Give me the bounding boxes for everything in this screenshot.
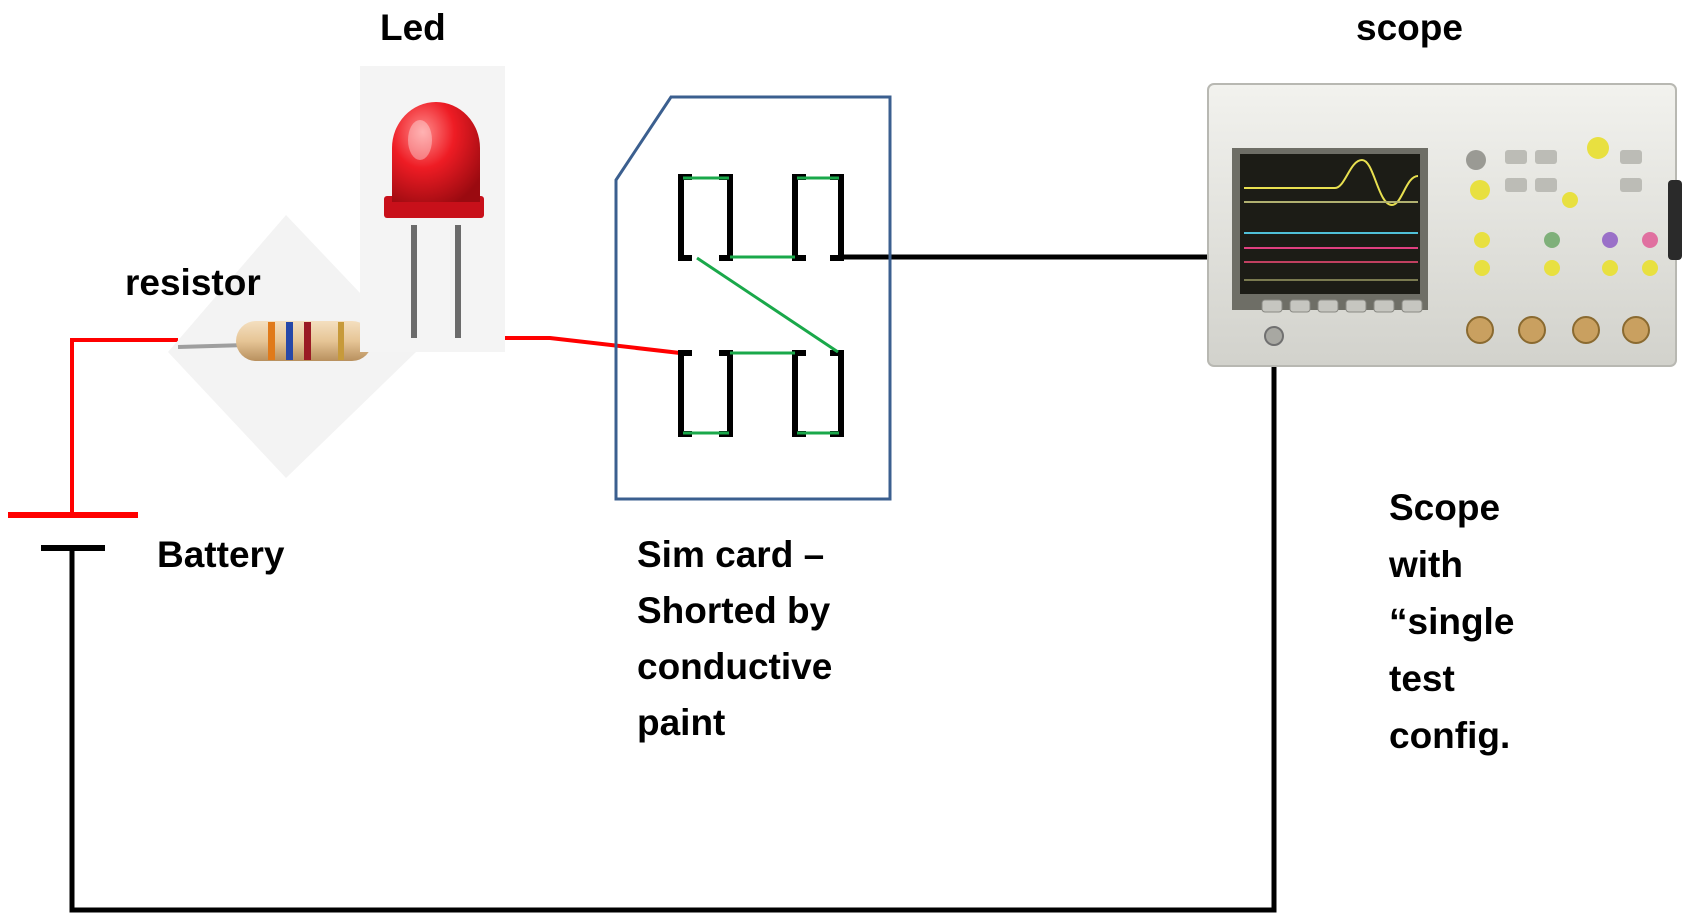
resistor-label: resistor	[125, 262, 261, 303]
scope-note-label: Scope with “single test config.	[1389, 479, 1514, 764]
led-icon	[360, 66, 505, 352]
battery-label: Battery	[157, 534, 285, 575]
scope-softkeys	[1261, 299, 1423, 313]
conductive-paint-traces	[683, 176, 839, 435]
scope-label: scope	[1356, 7, 1463, 48]
sim-card-label: Sim card – Shorted by conductive paint	[637, 527, 832, 751]
sim-card-label-line: Sim card –	[637, 534, 825, 575]
resistor-icon	[168, 215, 419, 478]
sim-card-icon	[614, 95, 892, 501]
sim-card-label-line: Shorted by	[637, 590, 831, 631]
battery-symbol	[8, 512, 138, 551]
scope-note-line: test	[1389, 658, 1455, 699]
scope-controls	[1264, 137, 1658, 346]
sim-contact-pads	[678, 174, 844, 437]
sim-card-label-line: paint	[637, 702, 726, 743]
scope-note-line: Scope	[1389, 487, 1501, 528]
scope-note-line: with	[1389, 544, 1463, 585]
oscilloscope-icon	[1207, 83, 1682, 367]
wire-return	[69, 254, 1277, 913]
scope-waveforms	[1244, 158, 1419, 281]
sim-card-label-line: conductive	[637, 646, 833, 687]
scope-note-line: “single	[1389, 601, 1515, 642]
led-label: Led	[380, 7, 446, 48]
scope-note-line: config.	[1389, 715, 1511, 756]
